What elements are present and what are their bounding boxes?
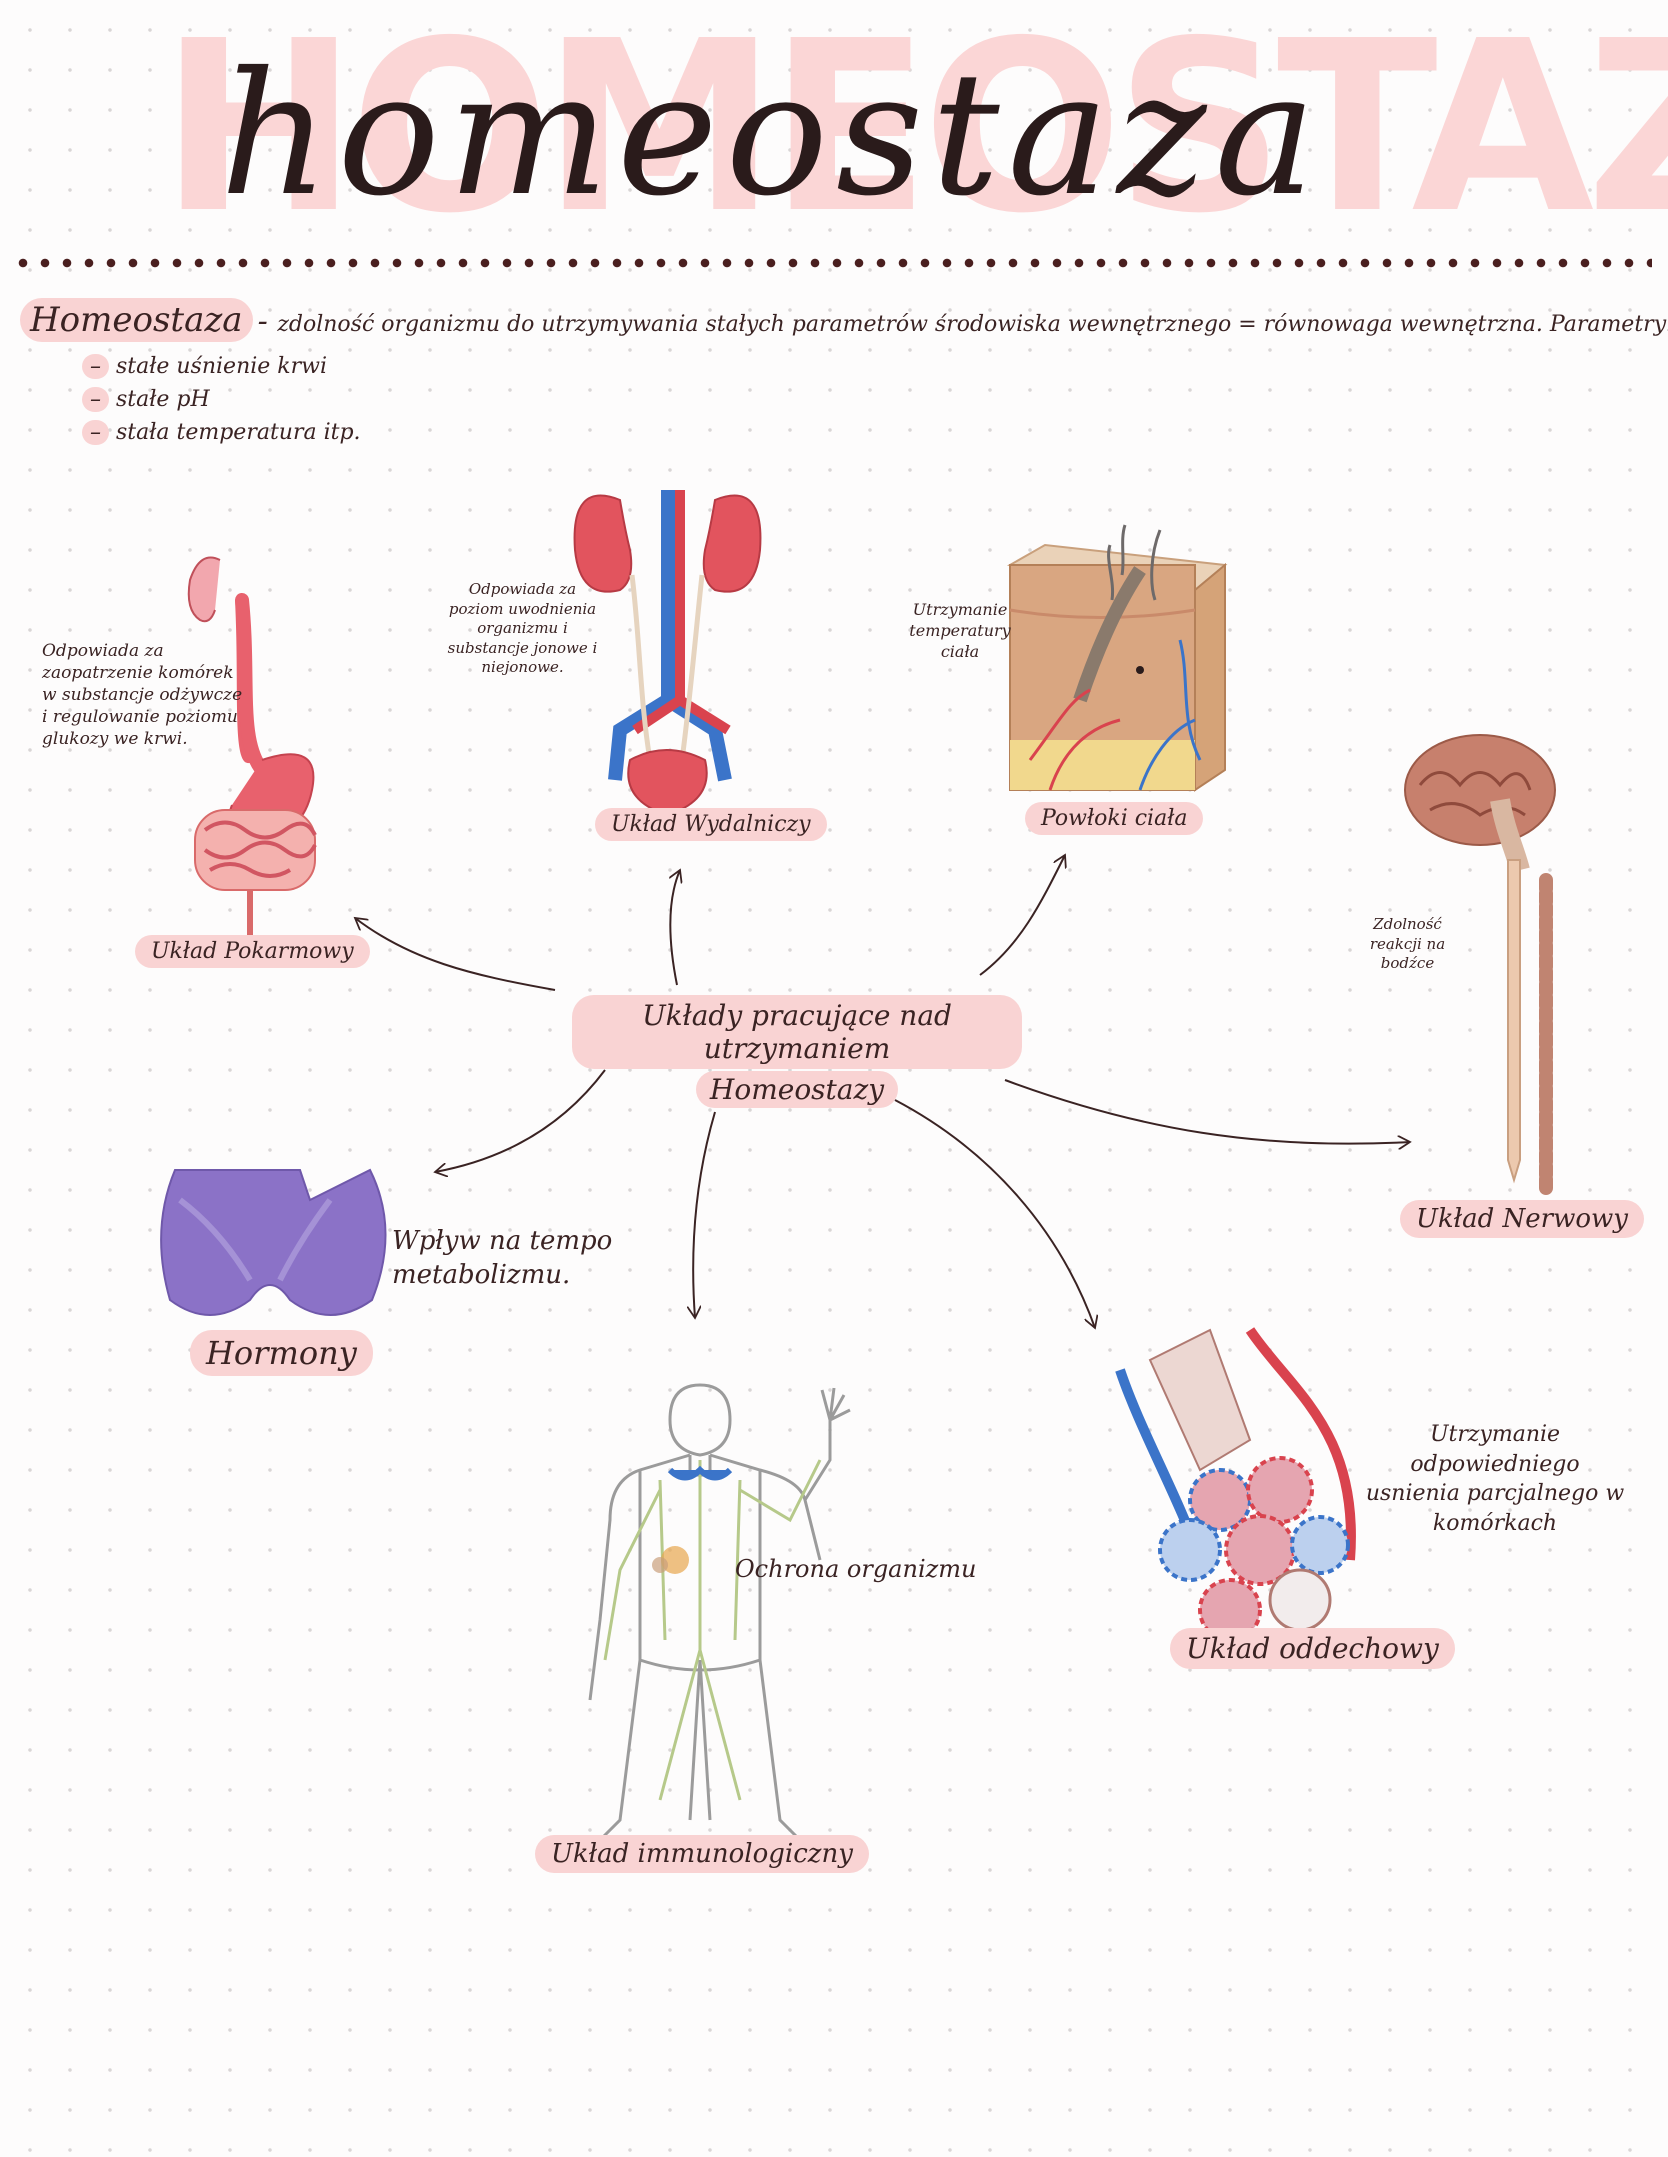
title-script-text: homeostaza — [220, 36, 1324, 234]
arrow-to-urinary — [670, 870, 680, 986]
center-node-line1: Układy pracujące nad utrzymaniem — [572, 995, 1022, 1069]
nervous-note: Zdolność reakcji na bodźce — [1369, 915, 1446, 972]
definition-line: Homeostaza - zdolność organizmu do utrzy… — [20, 298, 1668, 342]
param-item: – stałe uśnienie krwi — [82, 354, 361, 379]
hormones-illustration — [160, 1168, 387, 1316]
digestive-label: Układ Pokarmowy — [135, 935, 370, 968]
title-block: HOMEOSTAZA homeostaza — [160, 10, 1668, 250]
hormones-note: Wpływ na tempo metabolizmu. — [392, 1226, 613, 1290]
respiratory-illustration — [1115, 1327, 1356, 1642]
urinary-note: Odpowiada za poziom uwodnienia organizmu… — [447, 580, 598, 676]
nervous-label: Układ Nerwowy — [1400, 1200, 1644, 1238]
title-block-text: HOMEOSTAZA — [160, 0, 1668, 265]
nervous-illustration — [1404, 734, 1556, 1197]
center-node: Układy pracujące nad utrzymaniem Homeost… — [572, 995, 1022, 1108]
immune-illustration — [588, 1383, 851, 1842]
digestive-illustration — [187, 556, 317, 935]
urinary-label: Układ Wydalniczy — [595, 808, 827, 841]
skin-illustration — [1006, 524, 1228, 792]
skin-note: Utrzymanie temperatury ciała — [909, 600, 1011, 661]
arrow-to-hormones — [435, 1069, 606, 1172]
param-item: – stałe pH — [82, 387, 361, 412]
params-list: – stałe uśnienie krwi – stałe pH – stała… — [82, 354, 361, 445]
hormones-label: Hormony — [190, 1330, 373, 1376]
center-node-line2: Homeostazy — [695, 1071, 899, 1108]
definition-term: Homeostaza — [20, 298, 253, 342]
respiratory-note: Utrzymanie odpowiedniego usnienia parcja… — [1365, 1422, 1625, 1537]
arrow-to-nervous — [1004, 1079, 1410, 1144]
respiratory-label: Układ oddechowy — [1170, 1628, 1455, 1669]
definition-text: zdolność organizmu do utrzymywania stały… — [277, 312, 1668, 337]
arrow-to-skin — [979, 855, 1065, 976]
arrow-to-respiratory — [894, 1099, 1095, 1328]
skin-label: Powłoki ciała — [1025, 802, 1204, 835]
urinary-illustration — [573, 490, 762, 817]
arrow-to-digestive — [355, 918, 556, 991]
arrow-to-immune — [693, 1111, 716, 1318]
connector-arrows — [355, 855, 1410, 1328]
digestive-note: Odpowiada za zaopatrzenie komórek w subs… — [42, 641, 243, 750]
dotted-divider — [12, 258, 1652, 268]
param-item: – stała temperatura itp. — [82, 420, 361, 445]
immune-label: Układ immunologiczny — [535, 1835, 869, 1873]
immune-note: Ochrona organizmu — [735, 1555, 977, 1583]
